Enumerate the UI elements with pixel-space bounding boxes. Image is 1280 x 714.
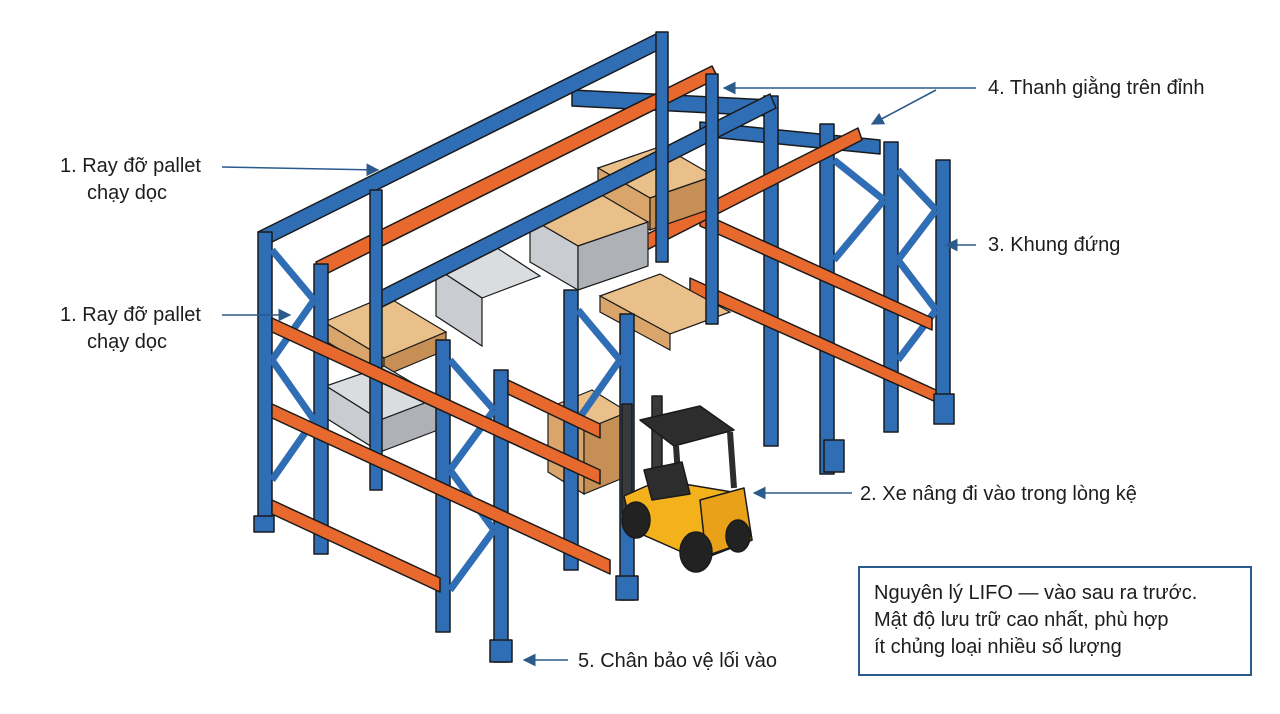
callout-lines	[221, 81, 976, 667]
note-line: Mật độ lưu trữ cao nhất, phù hợp	[874, 609, 1169, 631]
label-pallet-rail-upper: 1. Ray đỡ pallet chạy dọc	[60, 153, 201, 207]
note-line: Nguyên lý LIFO — vào sau ra trước.	[874, 582, 1198, 604]
rack-rear	[571, 89, 951, 475]
label-line: 1. Ray đỡ pallet	[60, 155, 201, 177]
label-line: chạy dọc	[87, 182, 168, 204]
lifo-note-box: Nguyên lý LIFO — vào sau ra trước. Mật đ…	[858, 566, 1252, 676]
label-entry-guard: 5. Chân bảo vệ lối vào	[578, 650, 778, 672]
rack-front	[253, 31, 955, 663]
label-line: 1. Ray đỡ pallet	[60, 304, 201, 326]
forklift	[621, 395, 753, 573]
note-line: ít chủng loại nhiều số lượng	[874, 636, 1122, 658]
label-line: chạy dọc	[87, 331, 168, 353]
label-upright-frame: 3. Khung đứng	[988, 234, 1121, 256]
label-pallet-rail-lower: 1. Ray đỡ pallet chạy dọc	[60, 302, 201, 356]
label-forklift: 2. Xe nâng đi vào trong lòng kệ	[860, 483, 1137, 505]
label-top-tie: 4. Thanh giằng trên đỉnh	[988, 77, 1205, 99]
